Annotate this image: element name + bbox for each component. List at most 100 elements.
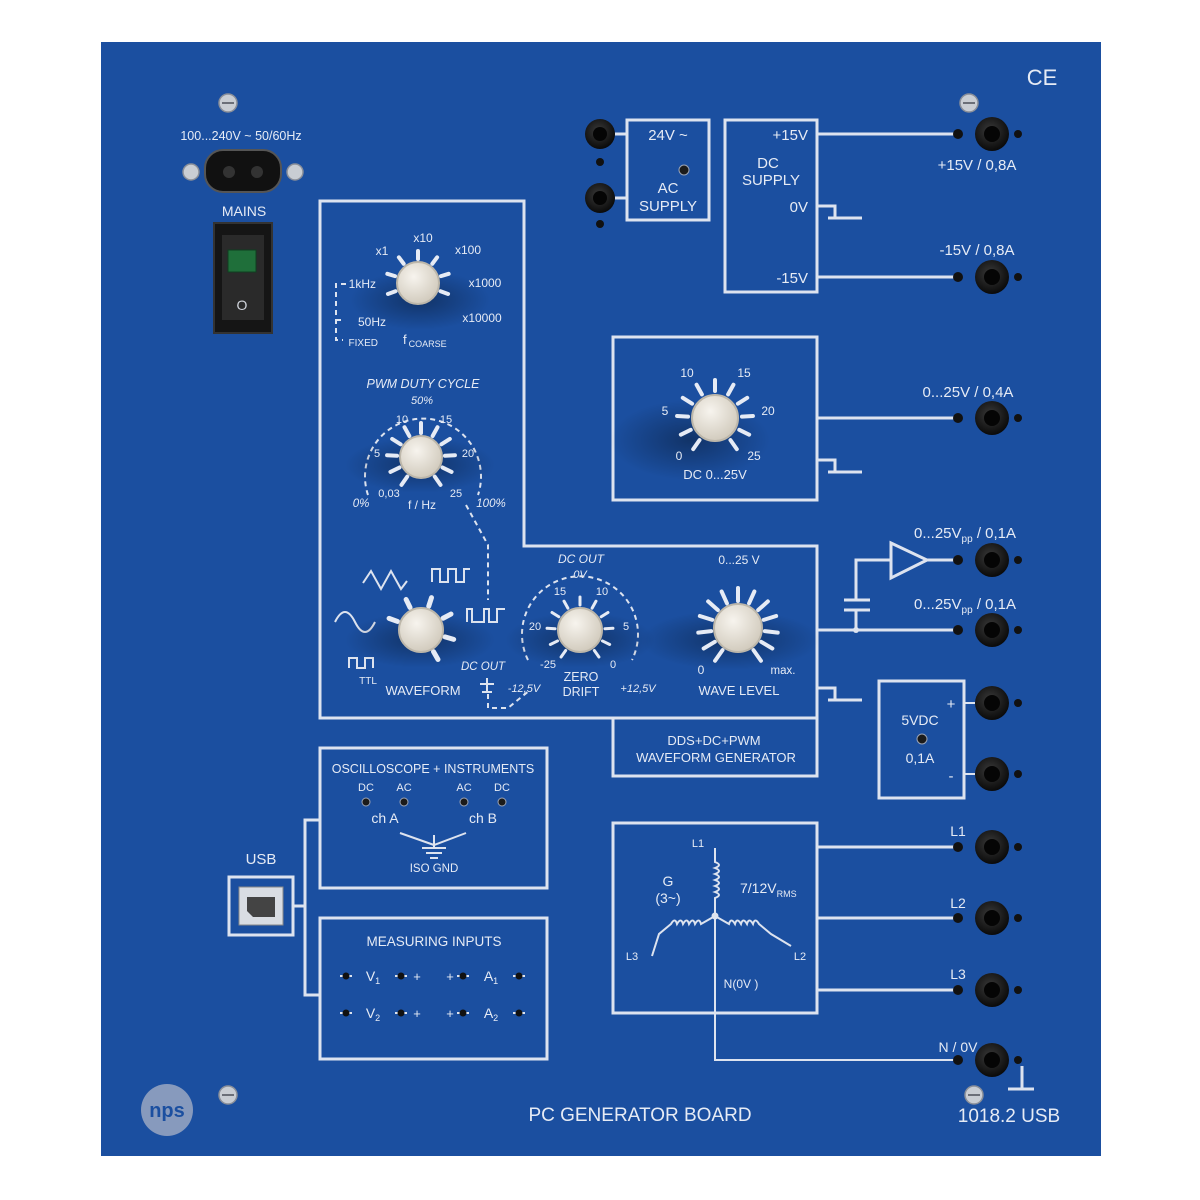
- scale-tick: [440, 465, 454, 474]
- waveform-selector-scale: [386, 595, 457, 662]
- scale-tick: [390, 436, 403, 447]
- screw-icon: [959, 93, 979, 113]
- level-label: WAVE LEVEL: [699, 683, 780, 698]
- scale-tick: [737, 427, 752, 437]
- scale-tick: [431, 649, 441, 662]
- zero-scale-20: 20: [529, 621, 541, 633]
- socket-dc-variable[interactable]: [953, 401, 1022, 435]
- dcv-scale-0: 0: [676, 449, 683, 463]
- scale-tick: [691, 438, 702, 452]
- oscilloscope-title: OSCILLOSCOPE + INSTRUMENTS: [332, 762, 534, 776]
- zero-scale-10: 10: [596, 586, 608, 598]
- measure-v1: V1: [366, 968, 380, 986]
- mains-voltage-label: 100...240V ~ 50/60Hz: [180, 129, 301, 143]
- mains-inlet-connector[interactable]: [182, 149, 304, 193]
- usb-b-port-icon[interactable]: [227, 875, 295, 937]
- range-x1000: x1000: [469, 276, 502, 290]
- measure-a2: A2: [484, 1005, 498, 1023]
- zero-scale-15: 15: [554, 586, 566, 598]
- usb-label: USB: [246, 851, 277, 868]
- freq-scale-25: 25: [450, 488, 462, 500]
- dcv-scale-15: 15: [737, 366, 751, 380]
- dcv-out-label: 0...25V / 0,4A: [923, 384, 1014, 401]
- socket-wave-out-2[interactable]: [953, 613, 1022, 647]
- board-model: 1018.2 USB: [958, 1106, 1060, 1127]
- socket-5v-plus[interactable]: [975, 686, 1022, 720]
- scale-tick: [694, 382, 704, 397]
- ac-label-2: SUPPLY: [639, 198, 697, 215]
- triangle-wave-icon: [362, 568, 408, 592]
- scale-tick: [696, 629, 714, 635]
- range-x100: x100: [455, 243, 481, 257]
- socket-l2[interactable]: [953, 901, 1022, 935]
- dcv-scale-5: 5: [662, 404, 669, 418]
- dc-minus-15-label: -15V: [776, 270, 808, 287]
- five-v-plus: +: [947, 696, 956, 713]
- osc-dc-b: DC: [494, 782, 510, 794]
- scale-tick: [761, 613, 779, 622]
- range-x10000: x10000: [462, 311, 502, 325]
- generator-label-box: [611, 716, 819, 778]
- measuring-a2-row[interactable]: [457, 1009, 525, 1017]
- dc-variable-label: DC 0...25V: [683, 467, 747, 482]
- scale-tick: [386, 615, 401, 624]
- dcv-scale-10: 10: [680, 366, 694, 380]
- ac-voltage: 24V ~: [648, 127, 688, 144]
- mains-power-switch[interactable]: O: [213, 222, 273, 334]
- five-v-minus: -: [949, 768, 954, 785]
- frequency-fine-knob[interactable]: [399, 435, 443, 479]
- osc-led-ac-b: [459, 797, 469, 807]
- measuring-title: MEASURING INPUTS: [366, 934, 501, 949]
- zero-scale-neg25: -25: [540, 659, 556, 671]
- scale-tick: [759, 639, 775, 651]
- scale-tick: [590, 599, 598, 610]
- scale-tick: [675, 414, 691, 419]
- socket-minus15[interactable]: [953, 260, 1022, 294]
- osc-ch-b: ch B: [469, 810, 497, 826]
- ground-symbol-icon: [1008, 1066, 1034, 1091]
- pwm-100: 100%: [476, 498, 505, 510]
- ac-socket-1[interactable]: [585, 119, 615, 166]
- zero-drift-knob[interactable]: [557, 607, 603, 653]
- freq-scale-20: 20: [462, 448, 474, 460]
- waveform-selector-knob[interactable]: [398, 607, 444, 653]
- dc-out-symbol-icon: [480, 678, 494, 693]
- out-minus15-label: -15V / 0,8A: [939, 242, 1014, 259]
- out-n-label: N / 0V: [939, 1039, 979, 1055]
- measure-a1: A1: [484, 968, 498, 986]
- socket-l3[interactable]: [953, 973, 1022, 1007]
- range-x10: x10: [413, 231, 433, 245]
- osc-ch-a: ch A: [371, 810, 399, 826]
- osc-ac-a: AC: [396, 782, 411, 794]
- socket-neutral[interactable]: [953, 1043, 1022, 1077]
- scale-tick: [756, 599, 770, 613]
- socket-l1[interactable]: [953, 830, 1022, 864]
- fixed-1khz: 1kHz: [349, 277, 376, 291]
- ttl-label: TTL: [359, 676, 377, 687]
- socket-plus15[interactable]: [953, 117, 1022, 151]
- dc-variable-knob[interactable]: [691, 394, 739, 442]
- frequency-coarse-knob[interactable]: [396, 261, 440, 305]
- measure-v2-plus: +: [413, 1006, 421, 1021]
- generator-label-1: DDS+DC+PWM: [667, 733, 760, 748]
- scale-tick: [751, 648, 763, 663]
- socket-wave-out-1[interactable]: [953, 543, 1022, 577]
- wave-level-knob[interactable]: [713, 603, 763, 653]
- measuring-v2-row[interactable]: [340, 1009, 407, 1017]
- fixed-label: FIXED: [349, 338, 378, 349]
- out-l1-label: L1: [950, 823, 966, 839]
- dc-plus-15-label: +15V: [773, 127, 808, 144]
- scale-tick: [385, 289, 398, 296]
- five-v-label: 5VDC: [901, 712, 938, 728]
- ac-label-1: AC: [658, 180, 679, 197]
- scale-tick: [396, 255, 406, 266]
- scale-tick: [430, 425, 440, 439]
- measuring-a1-row[interactable]: [457, 972, 525, 980]
- socket-5v-minus[interactable]: [975, 757, 1022, 791]
- ac-socket-2[interactable]: [585, 183, 615, 228]
- scale-tick: [399, 474, 410, 487]
- scale-tick: [726, 382, 736, 397]
- scale-tick: [739, 414, 755, 419]
- fine-frequency-scale: [385, 421, 457, 487]
- measuring-v1-row[interactable]: [340, 972, 407, 980]
